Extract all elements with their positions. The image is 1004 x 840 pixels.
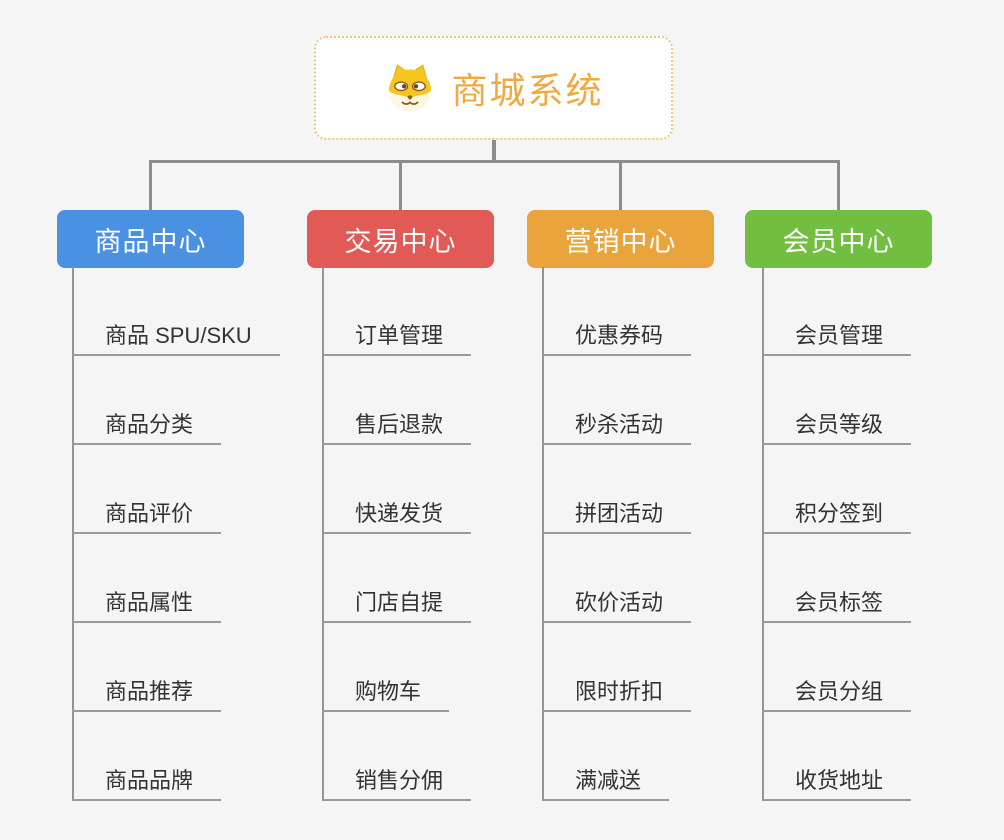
- leaf-item[interactable]: 优惠券码: [542, 320, 692, 356]
- leaf-item[interactable]: 秒杀活动: [542, 409, 692, 445]
- leaf-item[interactable]: 订单管理: [322, 320, 472, 356]
- leaf-item[interactable]: 门店自提: [322, 587, 472, 623]
- leaf-item[interactable]: 收货地址: [762, 765, 912, 801]
- leaf-item[interactable]: 快递发货: [322, 498, 472, 534]
- branch-product-center[interactable]: 商品中心: [57, 210, 244, 268]
- branch-marketing-center[interactable]: 营销中心: [527, 210, 714, 268]
- leaf-item[interactable]: 限时折扣: [542, 676, 692, 712]
- branch-member-center[interactable]: 会员中心: [745, 210, 932, 268]
- root-node-title: 商城系统: [451, 70, 604, 111]
- trunk-line-trade: [322, 267, 324, 801]
- leaf-item[interactable]: 会员等级: [762, 409, 912, 445]
- trunk-line-marketing: [542, 267, 544, 801]
- leaf-item[interactable]: 满减送: [542, 765, 670, 801]
- connector-drop-marketing: [619, 160, 622, 212]
- leaf-item[interactable]: 砍价活动: [542, 587, 692, 623]
- leaf-item[interactable]: 拼团活动: [542, 498, 692, 534]
- branch-connector-bar: [149, 160, 840, 163]
- connector-drop-trade: [399, 160, 402, 212]
- leaf-item[interactable]: 商品 SPU/SKU: [72, 320, 280, 356]
- leaf-item[interactable]: 购物车: [322, 676, 450, 712]
- root-connector-stub: [492, 138, 496, 162]
- leaf-item[interactable]: 会员分组: [762, 676, 912, 712]
- leaf-item[interactable]: 销售分佣: [322, 765, 472, 801]
- connector-drop-product: [149, 160, 152, 212]
- leaf-item[interactable]: 商品属性: [72, 587, 222, 623]
- trunk-line-product: [72, 267, 74, 801]
- dog-face-icon: [383, 61, 437, 115]
- leaf-item[interactable]: 会员标签: [762, 587, 912, 623]
- root-node-mall-system[interactable]: 商城系统: [314, 36, 673, 140]
- branch-trade-center[interactable]: 交易中心: [307, 210, 494, 268]
- leaf-item[interactable]: 商品评价: [72, 498, 222, 534]
- leaf-item[interactable]: 售后退款: [322, 409, 472, 445]
- trunk-line-member: [762, 267, 764, 801]
- connector-drop-member: [837, 160, 840, 212]
- leaf-item[interactable]: 会员管理: [762, 320, 912, 356]
- leaf-item[interactable]: 积分签到: [762, 498, 912, 534]
- leaf-item[interactable]: 商品分类: [72, 409, 222, 445]
- leaf-item[interactable]: 商品推荐: [72, 676, 222, 712]
- leaf-item[interactable]: 商品品牌: [72, 765, 222, 801]
